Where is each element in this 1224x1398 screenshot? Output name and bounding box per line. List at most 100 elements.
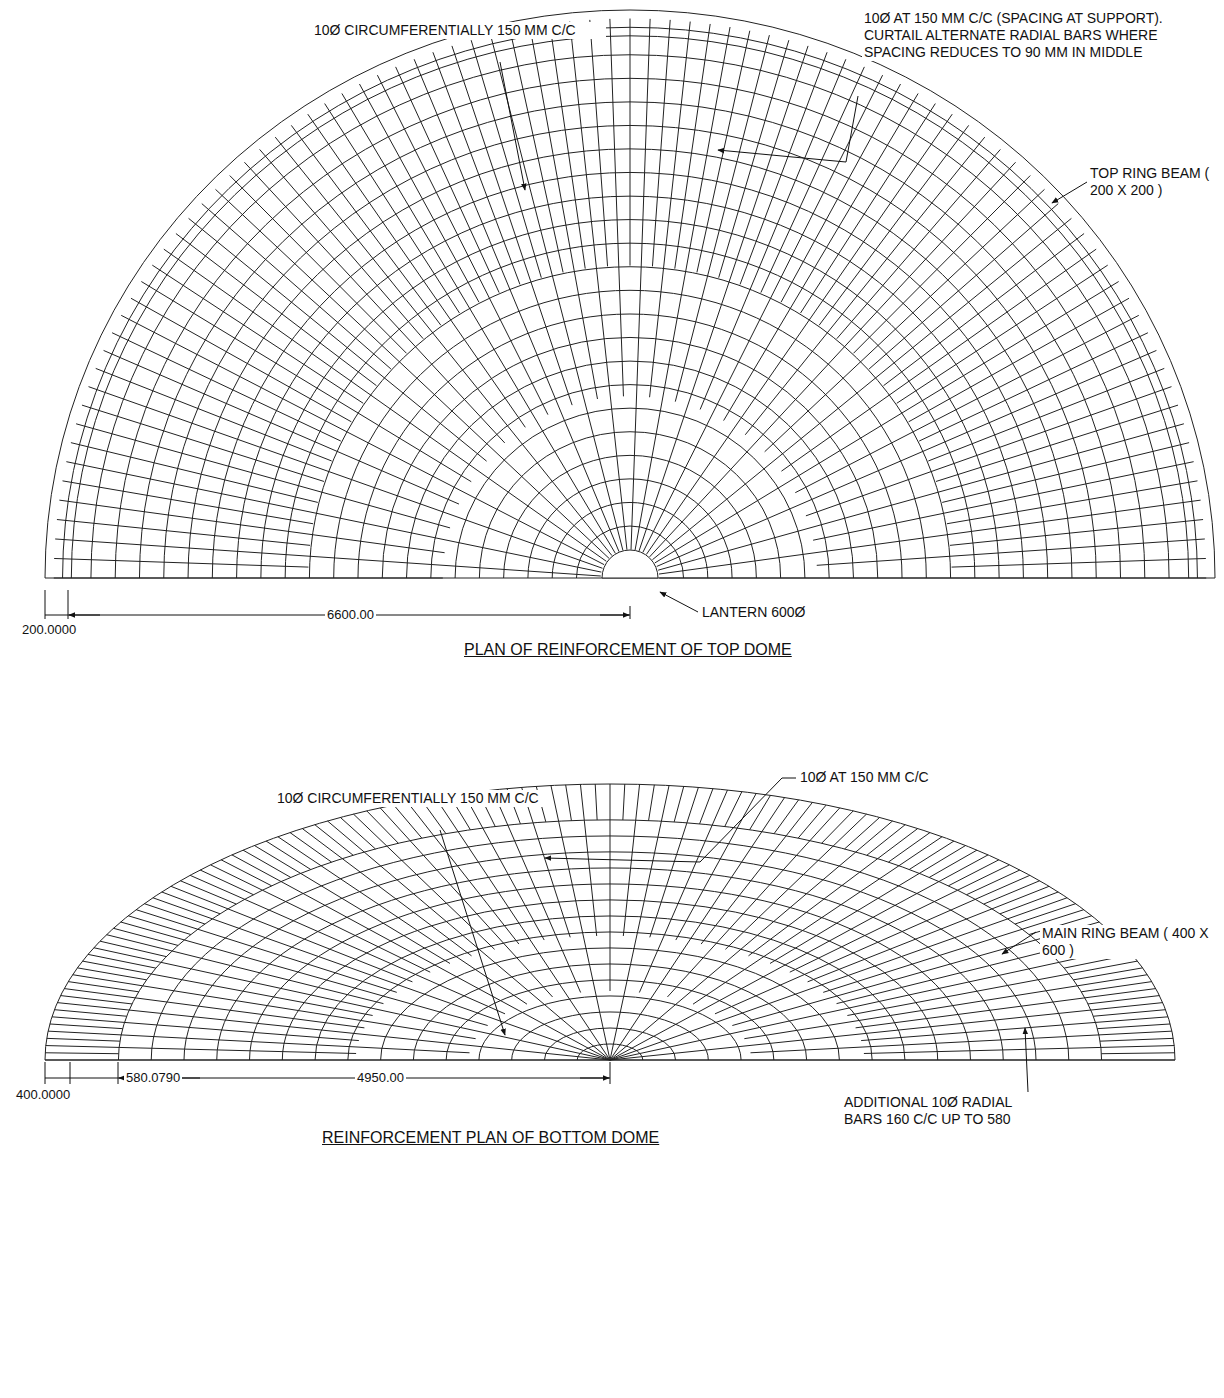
- radial-bar: [845, 817, 880, 849]
- radial-bar: [510, 31, 563, 273]
- radial-bar: [342, 93, 615, 553]
- radial-bar: [141, 282, 471, 482]
- radial-bar: [359, 84, 478, 302]
- radial-bar: [595, 784, 597, 820]
- radial-bar: [952, 558, 1206, 567]
- radial-bar: [790, 890, 958, 972]
- ring-beam-line: [118, 820, 1101, 1060]
- radial-bar: [950, 520, 1203, 546]
- bar-note: 10Ø CIRCUMFERENTIALLY 150 MM C/C: [275, 790, 549, 807]
- radial-bar: [364, 852, 610, 1060]
- radial-bar: [254, 846, 300, 874]
- radial-bar: [667, 841, 809, 997]
- radial-bar: [143, 986, 476, 1039]
- radial-bar: [61, 996, 132, 1004]
- radial-bar: [1073, 968, 1142, 980]
- radial-bar: [861, 1022, 1095, 1040]
- radial-bar: [1101, 1052, 1174, 1054]
- radial-bar: [46, 1046, 119, 1048]
- radial-bar: [94, 948, 161, 963]
- radial-bar: [262, 890, 430, 972]
- radial-bar: [71, 443, 318, 503]
- radial-bar: [144, 904, 205, 924]
- radial-bar: [919, 333, 1148, 441]
- radial-bar: [153, 898, 212, 919]
- radial-bar: [732, 940, 1035, 1026]
- radial-bar: [394, 805, 422, 838]
- radial-bar: [899, 837, 942, 866]
- lantern-opening: [602, 550, 658, 578]
- radial-bar: [107, 935, 172, 951]
- dimension-text: 400.0000: [14, 1087, 72, 1102]
- radial-bar: [623, 784, 625, 820]
- radial-bar: [650, 22, 691, 398]
- radial-bar: [244, 162, 504, 443]
- radial-bar: [712, 790, 727, 825]
- radial-bar: [847, 974, 1069, 1016]
- radial-bar: [125, 1022, 359, 1040]
- leader-line: [1002, 932, 1036, 954]
- radial-bar: [162, 892, 220, 914]
- radial-bar: [687, 787, 698, 822]
- radial-bar: [1091, 1003, 1163, 1010]
- radial-bar: [813, 462, 1194, 541]
- radial-bar: [1015, 904, 1076, 924]
- radial-bar: [650, 823, 687, 937]
- radial-bar: [54, 1010, 126, 1017]
- radial-bar: [64, 989, 135, 998]
- dimension-tick: [45, 1062, 46, 1084]
- radial-bar: [884, 234, 1085, 386]
- dimension-text: 580.0790: [124, 1070, 182, 1085]
- dimension-arrow: [580, 1078, 609, 1079]
- radial-bar: [121, 922, 185, 940]
- radial-bar: [909, 298, 1129, 422]
- radial-bar: [135, 998, 364, 1028]
- radial-bar: [278, 837, 321, 866]
- radial-bar: [740, 52, 827, 284]
- radial-bar: [83, 961, 152, 974]
- radial-bar: [1101, 1046, 1174, 1048]
- radial-bar: [786, 802, 812, 835]
- radial-bar: [1093, 1010, 1165, 1017]
- radial-bar: [290, 833, 332, 863]
- radial-bar: [396, 67, 500, 293]
- dimension-text: 200.0000: [20, 622, 78, 637]
- radial-bar: [121, 1035, 469, 1053]
- radial-bar: [161, 962, 610, 1060]
- radial-bar: [801, 104, 936, 314]
- radial-bar: [897, 265, 1108, 403]
- radial-bar: [491, 35, 623, 550]
- radial-bar: [129, 1010, 610, 1060]
- leader-line: [700, 778, 796, 862]
- radial-bar: [909, 841, 954, 869]
- radial-bar: [610, 832, 762, 1060]
- radial-bar: [649, 785, 655, 821]
- radial-bar: [639, 825, 712, 992]
- radial-bar: [942, 443, 1189, 503]
- bar-note: 10Ø CIRCUMFERENTIALLY 150 MM C/C: [312, 22, 606, 39]
- dimension-tick: [610, 1062, 611, 1084]
- radial-bar: [315, 825, 353, 856]
- radial-bar: [301, 873, 450, 963]
- radial-bar: [136, 910, 198, 930]
- radial-bar: [781, 84, 900, 302]
- radial-bar: [661, 786, 669, 822]
- radial-bar: [171, 886, 228, 909]
- radial-bar: [1100, 1038, 1173, 1041]
- radial-bar: [770, 873, 919, 963]
- radial-bar: [54, 558, 308, 567]
- radial-bar: [810, 808, 840, 841]
- radial-bar: [377, 75, 548, 414]
- radial-bar: [45, 1052, 118, 1054]
- radial-bar: [119, 1047, 356, 1053]
- radial-bar: [674, 786, 684, 822]
- dimension-tick: [45, 590, 46, 619]
- radial-bar: [610, 1010, 1091, 1060]
- radial-bar: [610, 784, 611, 820]
- radial-bar: [47, 1038, 120, 1041]
- radial-bar: [631, 19, 650, 550]
- radial-bar: [652, 218, 1071, 559]
- radial-bar: [328, 821, 365, 852]
- radial-bar: [630, 19, 631, 266]
- radial-bar: [321, 866, 527, 1004]
